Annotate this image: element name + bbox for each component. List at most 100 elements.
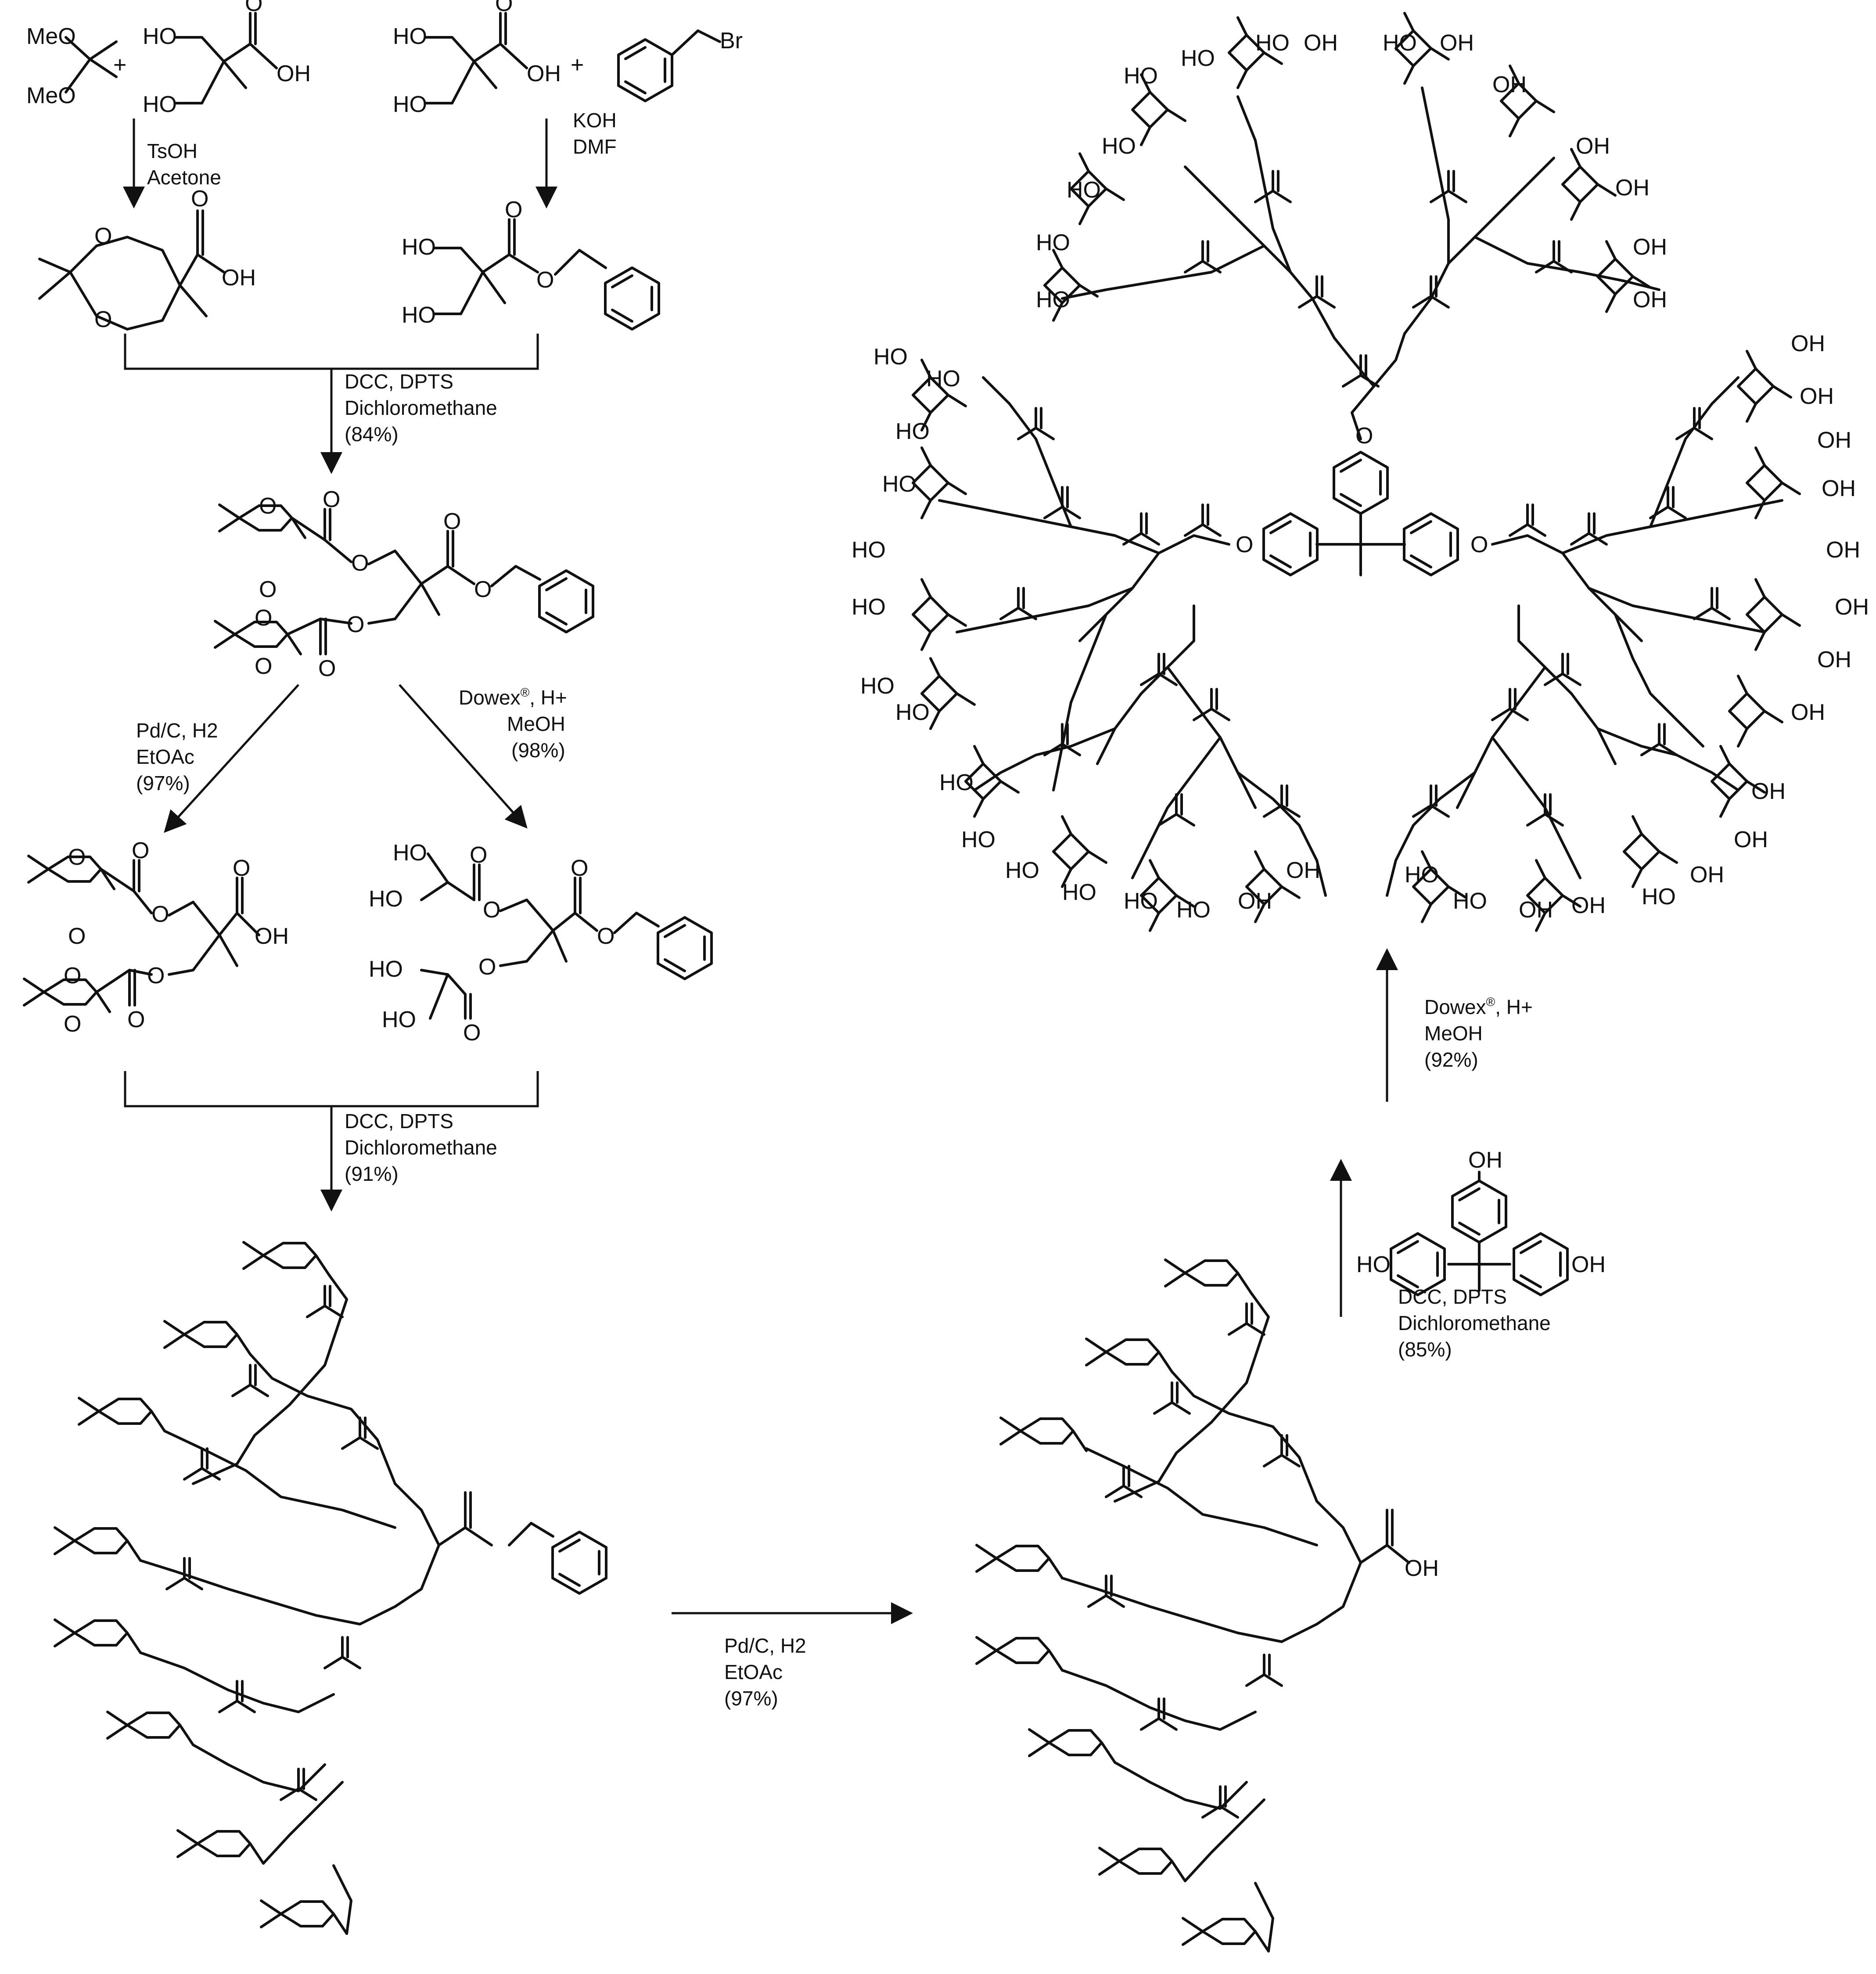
svg-text:HO: HO <box>1036 230 1070 255</box>
svg-text:OH: OH <box>1835 594 1869 620</box>
svg-text:HO: HO <box>1124 888 1158 914</box>
condition-koh: KOH <box>573 109 617 132</box>
svg-text:OH: OH <box>1633 287 1667 313</box>
svg-text:O: O <box>94 307 112 332</box>
svg-text:HO: HO <box>895 700 930 725</box>
svg-text:HO: HO <box>1405 862 1439 888</box>
svg-text:OH: OH <box>277 61 311 86</box>
condition-dmf: DMF <box>573 135 617 158</box>
condition-etoac-1: EtOAc <box>136 745 194 768</box>
svg-text:OH: OH <box>1405 1556 1439 1581</box>
svg-text:HO: HO <box>882 471 916 497</box>
svg-text:O: O <box>233 856 250 881</box>
svg-text:HO: HO <box>1181 46 1215 71</box>
svg-text:O: O <box>259 577 277 602</box>
svg-text:OH: OH <box>1304 30 1338 56</box>
svg-text:O: O <box>255 654 272 679</box>
svg-text:O: O <box>318 656 336 681</box>
condition-dcm-2: Dichloromethane <box>345 1136 497 1159</box>
svg-text:OH: OH <box>1286 858 1320 883</box>
svg-text:HO: HO <box>143 24 177 49</box>
svg-text:O: O <box>323 487 340 512</box>
svg-text:HO: HO <box>393 24 427 49</box>
svg-text:OH: OH <box>1791 331 1825 356</box>
svg-text:OH: OH <box>1571 893 1606 918</box>
svg-text:OH: OH <box>1615 175 1650 201</box>
svg-text:MeO: MeO <box>26 83 76 108</box>
condition-pdc-2: Pd/C, H2 <box>724 1634 806 1657</box>
svg-text:HO: HO <box>939 770 974 795</box>
condition-dcc-2: DCC, DPTS <box>345 1110 453 1133</box>
svg-text:O: O <box>94 223 112 249</box>
yield-84: (84%) <box>345 423 399 446</box>
svg-text:HO: HO <box>860 673 895 699</box>
svg-text:O: O <box>68 845 86 870</box>
svg-text:HO: HO <box>1102 133 1136 159</box>
final-dendrimer-arm-right: OH OH OH OH OH OH OH OH <box>1491 331 1869 748</box>
svg-text:HO: HO <box>1005 858 1039 883</box>
svg-text:O: O <box>1355 423 1373 449</box>
svg-text:O: O <box>132 838 149 863</box>
svg-text:OH: OH <box>1751 779 1786 804</box>
svg-text:HO: HO <box>852 537 886 563</box>
plus-sign: + <box>113 52 126 78</box>
svg-text:O: O <box>571 856 588 881</box>
final-dendrimer-arm-bottom-left: HO HO HO HO HO HO OH OH <box>939 604 1327 931</box>
svg-text:HO: HO <box>1067 177 1101 203</box>
svg-text:OH: OH <box>1690 862 1724 888</box>
reagent-dimethoxypropane: MeO MeO <box>26 24 118 108</box>
svg-text:O: O <box>347 612 364 637</box>
svg-text:HO: HO <box>1036 287 1070 313</box>
final-dendrimer-arm-left: HO HO HO HO HO HO HO HO <box>852 344 1230 791</box>
product-acetonide-acid: O O O OH <box>38 186 256 332</box>
svg-text:OH: OH <box>255 924 289 949</box>
svg-text:O: O <box>1470 532 1488 557</box>
svg-text:OH: OH <box>1817 647 1851 672</box>
reagent-bis-mpa-2: HO HO O OH <box>393 0 561 117</box>
svg-text:OH: OH <box>1822 476 1856 501</box>
svg-text:O: O <box>536 267 554 293</box>
svg-text:MeO: MeO <box>26 24 76 49</box>
svg-text:OH: OH <box>1633 234 1667 260</box>
svg-text:HO: HO <box>1062 880 1096 905</box>
final-dendrimer-core: O O O <box>1236 423 1488 576</box>
svg-text:HO: HO <box>1356 1252 1391 1277</box>
g1-diol-benzyl-ester: HO HO HO HO O O O O O O <box>369 840 712 1046</box>
svg-text:O: O <box>470 842 487 868</box>
svg-text:O: O <box>443 509 461 534</box>
svg-text:O: O <box>505 197 522 223</box>
svg-text:OH: OH <box>222 265 256 291</box>
condition-etoac-2: EtOAc <box>724 1661 783 1683</box>
svg-text:O: O <box>151 902 169 927</box>
g2-acetonide-acid: OH <box>977 1260 1439 1952</box>
svg-text:O: O <box>259 493 277 519</box>
svg-text:OH: OH <box>1800 384 1834 409</box>
svg-text:OH: OH <box>1734 827 1768 852</box>
svg-text:Br: Br <box>720 28 743 54</box>
svg-text:O: O <box>147 963 165 989</box>
svg-text:O: O <box>64 963 81 989</box>
svg-text:O: O <box>127 1007 145 1032</box>
svg-text:O: O <box>597 924 615 949</box>
reagent-benzyl-bromide: Br <box>618 28 743 101</box>
condition-pdc-1: Pd/C, H2 <box>136 719 218 742</box>
svg-text:OH: OH <box>1519 897 1553 923</box>
svg-text:O: O <box>68 924 86 949</box>
svg-text:HO: HO <box>961 827 996 852</box>
svg-text:O: O <box>255 605 272 631</box>
svg-text:O: O <box>191 186 208 212</box>
condition-dcm-1: Dichloromethane <box>345 396 497 419</box>
svg-text:HO: HO <box>873 344 908 370</box>
condition-dcc-1: DCC, DPTS <box>345 370 453 393</box>
yield-85: (85%) <box>1398 1338 1452 1361</box>
condition-acetone: Acetone <box>147 166 221 189</box>
svg-text:O: O <box>1236 532 1253 557</box>
svg-text:OH: OH <box>1468 1147 1502 1173</box>
g1-acetonide-benzyl-ester: O O O O O O O O O O <box>215 487 593 681</box>
svg-text:OH: OH <box>1238 888 1272 914</box>
condition-dowex-2: Dowex®, H+ <box>1424 995 1533 1018</box>
svg-text:HO: HO <box>143 92 177 117</box>
condition-tsoh: TsOH <box>147 140 198 162</box>
svg-text:HO: HO <box>402 302 436 328</box>
